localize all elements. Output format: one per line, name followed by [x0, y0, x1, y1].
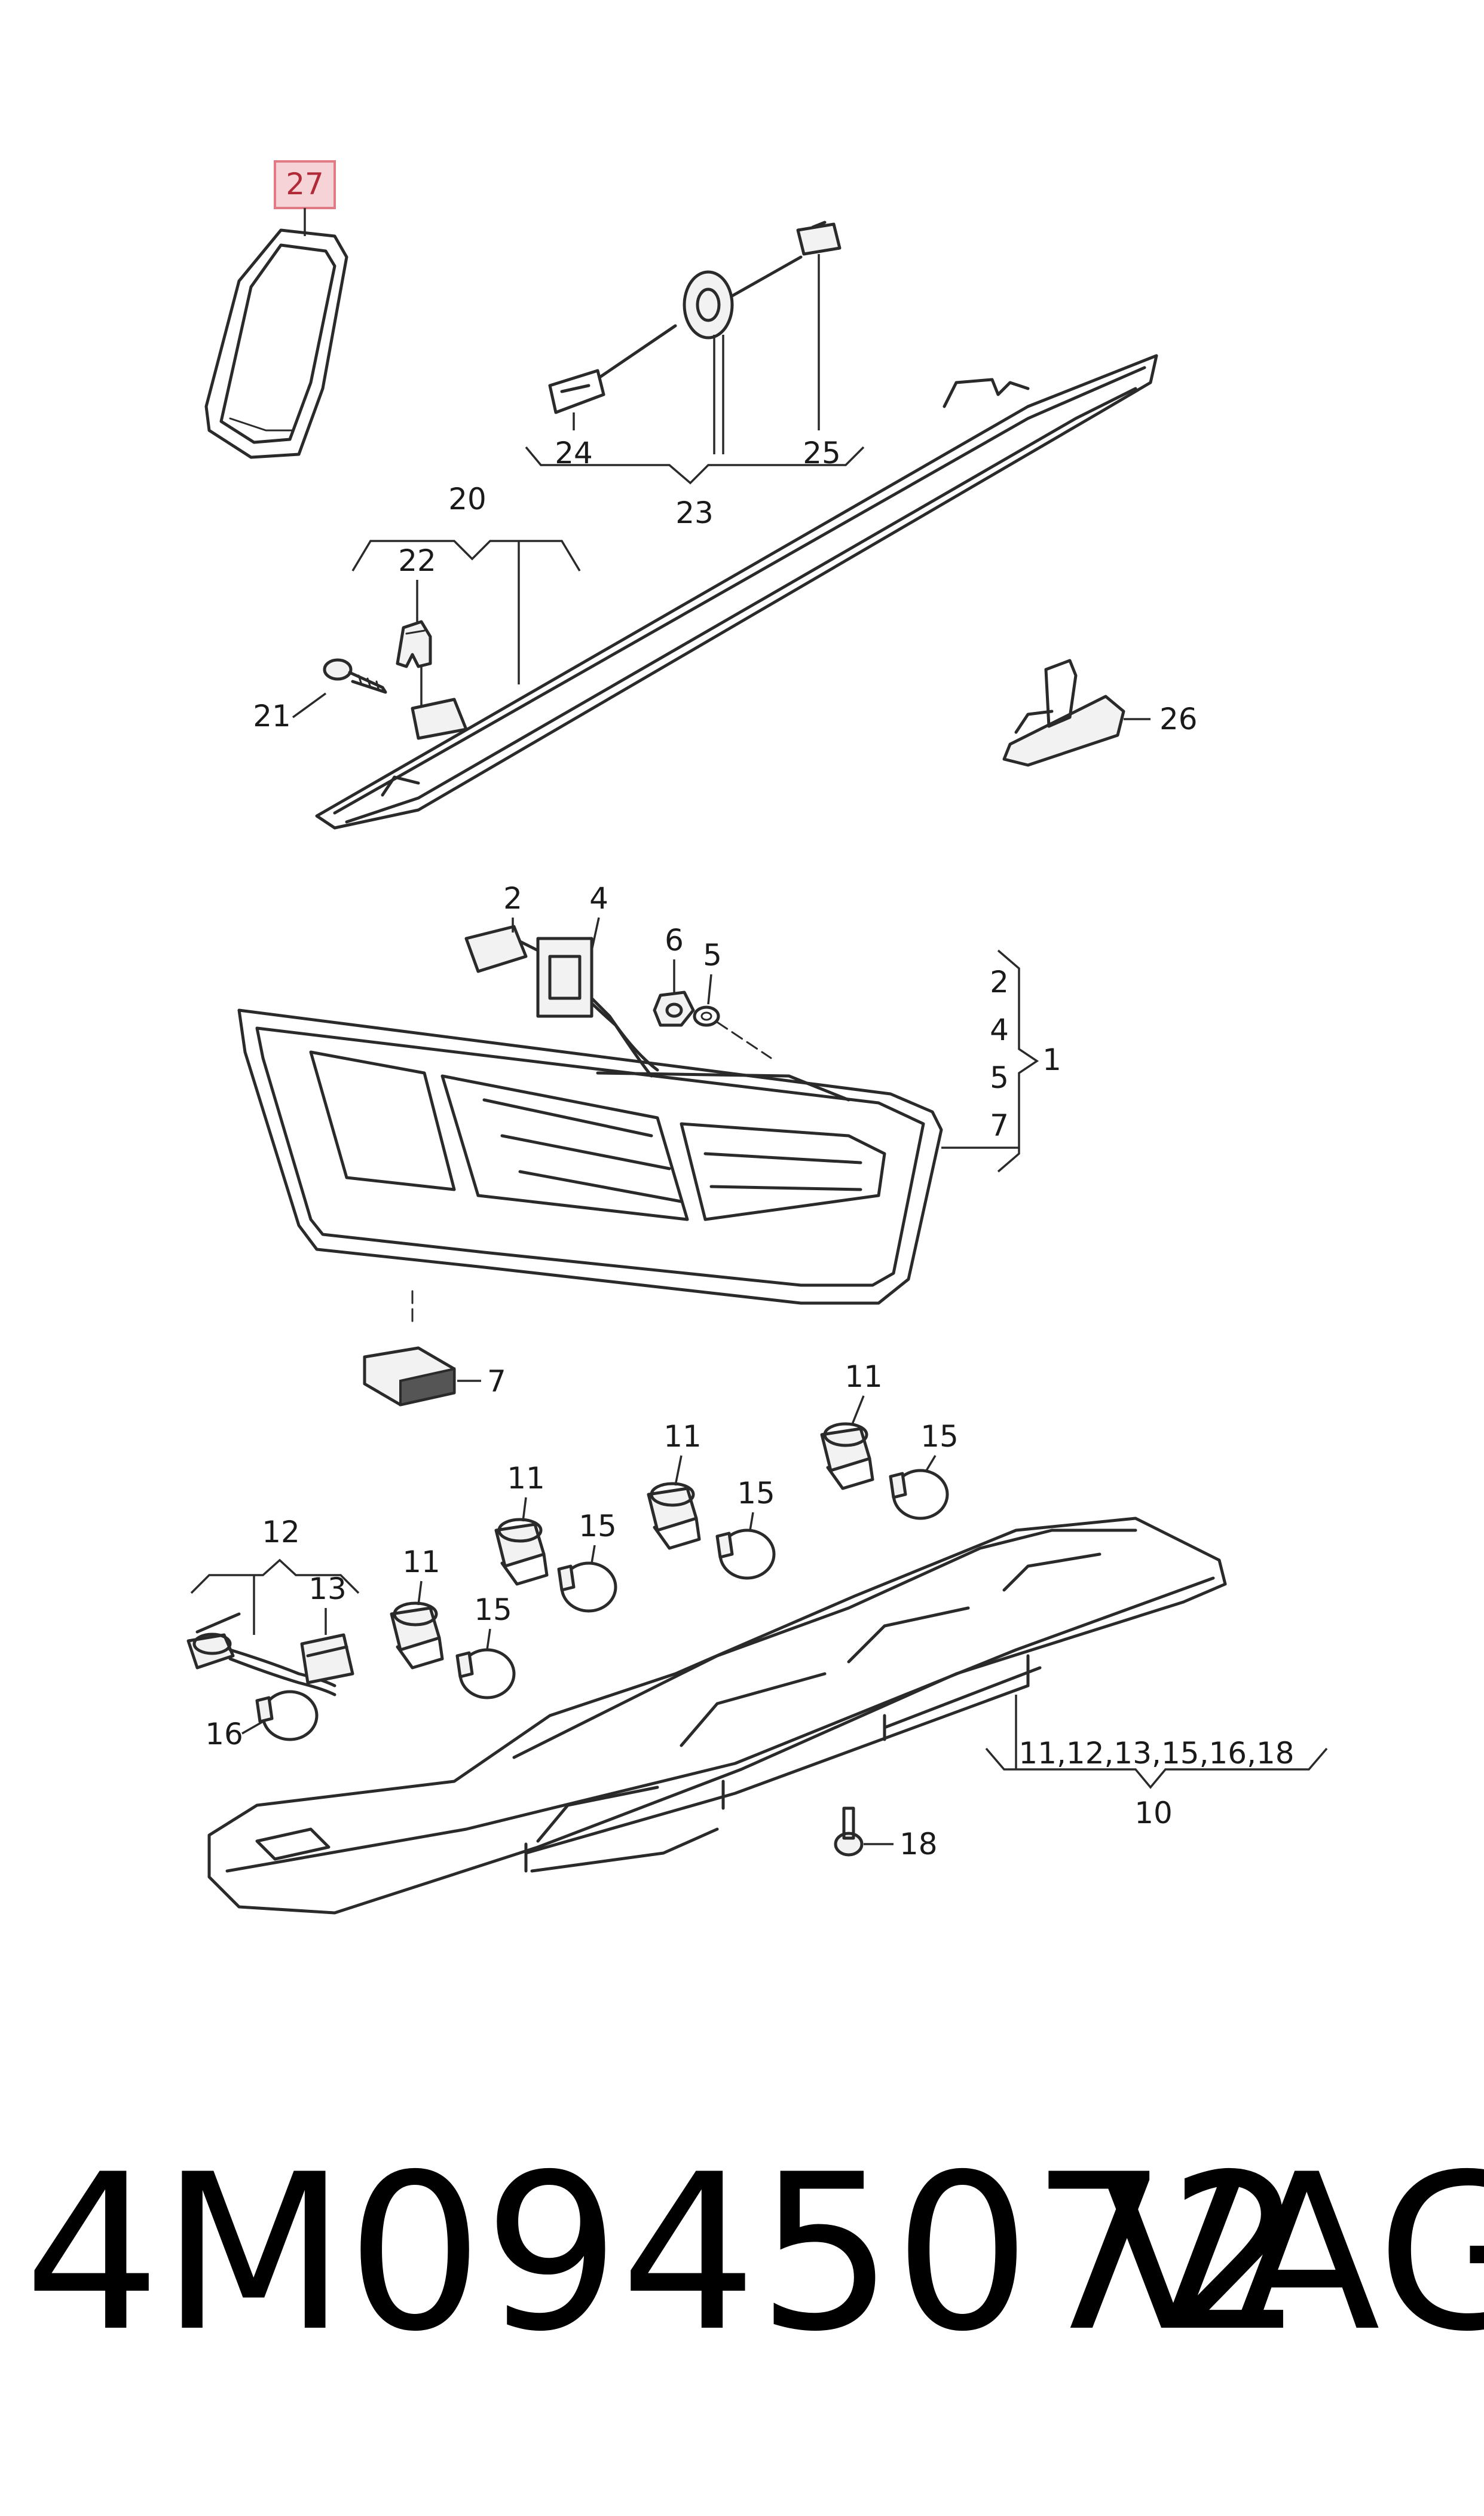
part-16-bulb — [255, 1690, 319, 1741]
part-18-screw — [834, 1806, 864, 1857]
part-22-clip — [396, 620, 432, 668]
footer: 4M0945072 VAG — [24, 2128, 1484, 2379]
group-1-item-5: 5 — [990, 1060, 1009, 1095]
part-11-socket-c — [647, 1482, 701, 1550]
brand: VAG — [1100, 2128, 1484, 2379]
label-20[interactable]: 20 — [448, 482, 486, 516]
label-1[interactable]: 1 — [1042, 1043, 1061, 1077]
part-10-lower-lamp-unit — [207, 1517, 1227, 1915]
label-11-b[interactable]: 11 — [507, 1461, 545, 1496]
part-15-bulb-a — [455, 1648, 516, 1699]
label-21[interactable]: 21 — [253, 699, 291, 733]
svg-text:27: 27 — [286, 167, 324, 201]
label-15-d[interactable]: 15 — [920, 1419, 959, 1454]
part-13-connector — [300, 1633, 354, 1685]
part-4-gasket — [536, 937, 593, 1018]
label-7[interactable]: 7 — [487, 1364, 506, 1399]
label-13[interactable]: 13 — [308, 1572, 347, 1606]
label-11-c[interactable]: 11 — [663, 1419, 702, 1454]
label-group-10: 11,12,13,15,16,18 — [1018, 1736, 1294, 1771]
label-16[interactable]: 16 — [205, 1717, 243, 1751]
part-12-wiring — [186, 1612, 336, 1696]
label-2[interactable]: 2 — [503, 881, 522, 916]
label-10[interactable]: 10 — [1134, 1796, 1173, 1830]
part-15-bulb-c — [715, 1528, 776, 1580]
label-15-c[interactable]: 15 — [737, 1476, 775, 1511]
label-27[interactable]: 27 — [274, 160, 336, 209]
part-6-nut — [653, 990, 695, 1027]
part-23-wiring-harness — [548, 221, 842, 414]
label-18[interactable]: 18 — [899, 1827, 938, 1861]
part-11-socket-a — [390, 1601, 444, 1670]
part-11-socket-d — [820, 1422, 874, 1490]
label-6[interactable]: 6 — [665, 923, 684, 958]
group-1-item-7: 7 — [990, 1108, 1009, 1143]
part-27-side-reflector — [204, 228, 348, 459]
label-11-d[interactable]: 11 — [844, 1359, 883, 1394]
label-26[interactable]: 26 — [1159, 702, 1198, 736]
part-7-pad — [363, 1346, 456, 1407]
part-21-screw — [323, 658, 387, 694]
label-4[interactable]: 4 — [589, 881, 608, 916]
group-1-item-2: 2 — [990, 965, 1009, 999]
label-11-a[interactable]: 11 — [402, 1545, 440, 1579]
label-15-a[interactable]: 15 — [474, 1592, 512, 1627]
part-20-brake-light-bar — [315, 354, 1158, 830]
part-11-socket-b — [494, 1518, 549, 1586]
label-22[interactable]: 22 — [398, 543, 436, 578]
label-23[interactable]: 23 — [675, 496, 714, 530]
group-1-item-4: 4 — [990, 1013, 1009, 1047]
label-12[interactable]: 12 — [262, 1515, 300, 1549]
part-26-license-light — [1002, 659, 1125, 767]
label-15-b[interactable]: 15 — [579, 1509, 617, 1543]
label-5[interactable]: 5 — [703, 938, 722, 973]
part-15-bulb-d — [889, 1469, 949, 1520]
part-1-tail-light-housing — [237, 1008, 943, 1305]
part-number: 4M0945072 — [24, 2128, 1305, 2379]
part-15-bulb-b — [557, 1561, 617, 1613]
part-5-washer — [693, 1005, 720, 1027]
